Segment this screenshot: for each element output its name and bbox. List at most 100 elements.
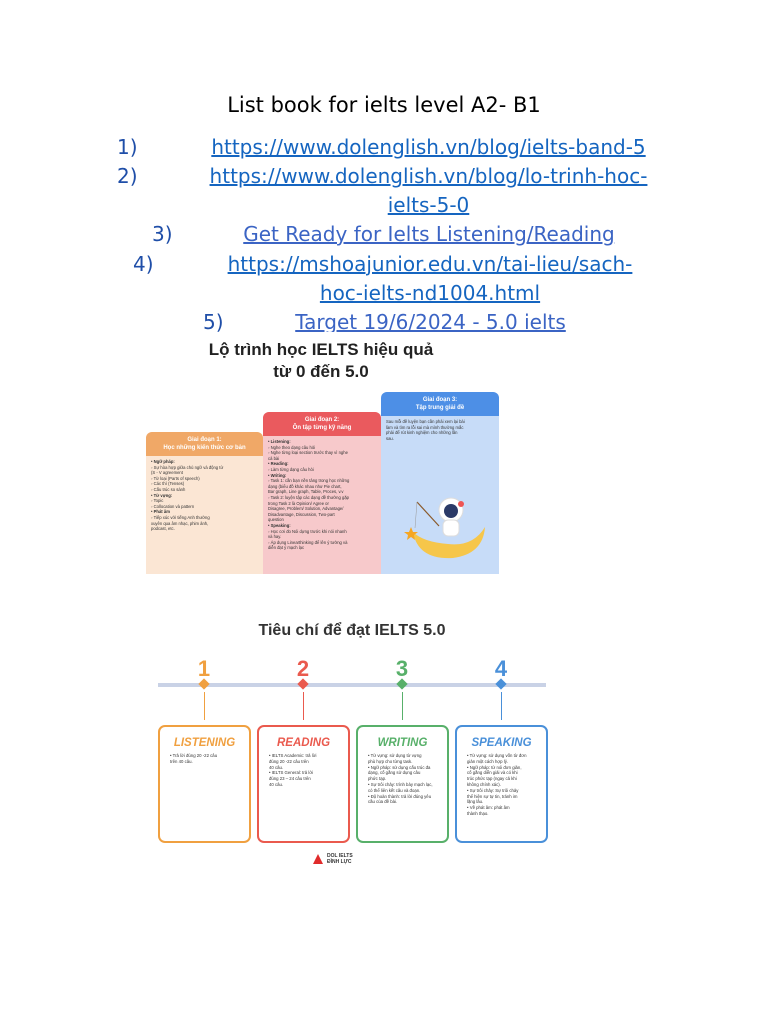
section-heading: • Speaking: (268, 522, 291, 528)
stage-1-header: Giai đoạn 1: Học những kiến thức cơ bản (146, 432, 263, 456)
roadmap-title-line1: Lộ trình học IELTS hiệu quả (208, 340, 434, 359)
criteria-infographic: Tiêu chí để đạt IELTS 5.0 1 2 3 4 LISTEN… (146, 604, 558, 904)
bullet-text: làm và tìm ra lỗi sai mà mình thường mắc (386, 424, 464, 430)
bullet-text: • Trả lời đúng 20 -22 câu (170, 753, 218, 758)
bullet-text: • Ngữ pháp: sử dụng cấu trúc đa (368, 764, 431, 770)
bullet-text: podcast, etc. (151, 526, 175, 532)
card-title: LISTENING (173, 737, 236, 749)
bullet-text: thành thạo. (467, 810, 489, 816)
list-number: 2) (117, 164, 138, 188)
section-heading: • Writing: (268, 472, 287, 478)
bullet-text: ◦ Làm từng dạng câu hỏi (268, 466, 314, 472)
bullet-text: 40 câu. (269, 781, 284, 787)
link-get-ready-for-ielts[interactable]: Get Ready for Ielts Listening/Reading (243, 222, 615, 246)
link-dolenglish-lo-trinh-hoc-line1[interactable]: https://www.dolenglish.vn/blog/lo-trinh-… (209, 164, 648, 188)
bullet-text: phải để rút kinh nghiệm cho những lần (386, 430, 458, 436)
link-target-date[interactable]: Target 19/6/2024 - 5.0 ielts (295, 310, 566, 334)
bullet-text: • Độ hoàn thành: trả lời đúng yêu (368, 793, 432, 799)
bullet-text: Disadvantage, Discussion, Two-part (268, 511, 335, 517)
list-number: 5) (203, 310, 224, 334)
bullet-text: • Sự trôi chảy: trình bày mạch lạc, (368, 781, 433, 787)
bullet-text: đúng 20 -22 câu trên (269, 758, 309, 764)
stage-2-body: • Listening:◦ Nghe theo dạng câu hỏi◦ Ng… (263, 436, 381, 554)
step-number: 4 (494, 656, 508, 681)
card-title: WRITING (377, 737, 428, 749)
bullet-text: ◦ Nghe theo dạng câu hỏi (268, 444, 316, 450)
section-heading: • Phát âm (151, 509, 170, 515)
link-mshoajunior-line2[interactable]: hoc-ielts-nd1004.html (319, 281, 541, 305)
list-number: 3) (152, 222, 173, 246)
link-dolenglish-ielts-band-5[interactable]: https://www.dolenglish.vn/blog/ielts-ban… (211, 135, 646, 159)
bullet-text: • Sự trôi chảy: Sự trôi chảy (467, 787, 519, 793)
link-dolenglish-lo-trinh-hoc-line2[interactable]: ielts-5-0 (387, 193, 470, 217)
bullet-text: ◦ Collocation và pattern (151, 503, 195, 509)
bullet-text: sau. (386, 435, 394, 441)
down-arrow-icon (402, 692, 403, 720)
bullet-text: trong Task 2 là Opinion/ Agree or (268, 500, 329, 506)
down-arrow-icon (204, 692, 205, 720)
bullet-text: trúc phức tạp (ngay cả khi (467, 776, 517, 782)
bullet-text: • IELTS Academic: trả lời (269, 753, 317, 758)
bullet-text: ◦ Task 1: cần bạn nền tảng trong học nhữ… (268, 478, 350, 484)
bullet-text: xuyên qua âm nhạc, phim ảnh, (151, 520, 209, 526)
link-mshoajunior-line1[interactable]: https://mshoajunior.edu.vn/tai-lieu/sach… (227, 252, 633, 276)
stage-2-card: Giai đoạn 2: Ôn tập từng kỹ năng • Liste… (263, 412, 381, 574)
stage-3-header: Giai đoạn 3: Tập trung giải đề (381, 392, 499, 416)
bullet-text: ◦ Từ loại (Parts of speech) (151, 475, 200, 481)
bullet-text: • IELTS General: trả lời (269, 770, 314, 776)
roadmap-title-line2: từ 0 đến 5.0 (273, 362, 369, 381)
bullet-text: dạng, cố gắng sử dụng câu (368, 770, 421, 776)
card-title: SPEAKING (471, 737, 532, 749)
brand-line: DOL IELTS (327, 853, 353, 859)
down-arrow-icon (303, 692, 304, 720)
bullet-text: ◦ Topic (151, 498, 164, 504)
bullet-text: cả bài (268, 455, 280, 461)
bullet-text: lặng lâu. (467, 799, 484, 805)
bullet-text: trên 40 câu. (170, 758, 193, 764)
bullet-text: Bar graph, Line graph, Table, Proces, v.… (268, 489, 344, 495)
bullet-text: ◦ Nghe từng loại section trước thay vì n… (268, 450, 348, 456)
bullet-text: và hay. (268, 534, 282, 540)
list-number: 4) (133, 252, 154, 276)
bullet-text: phức tạp. (368, 776, 387, 782)
stage-1-body: • Ngữ pháp:◦ Sự hòa hợp giữa chủ ngữ và … (146, 456, 263, 535)
stage-3-body: Sau mỗi đề luyện bạn cần phải xem lại bà… (381, 416, 499, 444)
criteria-title: Tiêu chí để đạt IELTS 5.0 (258, 622, 446, 639)
bullet-text: ◦ Tiếp xúc với tiếng Anh thường (151, 514, 210, 520)
section-heading: • Từ vựng: (151, 492, 173, 498)
card-title: READING (276, 737, 331, 749)
bullet-text: • Về phát âm: phát âm (467, 805, 510, 811)
bullet-text: (S - V agreement (151, 470, 183, 476)
step-number: 2 (296, 656, 310, 681)
section-heading: • Ngữ pháp: (151, 459, 175, 464)
bullet-text: ◦ Cấu trúc so sánh (151, 486, 186, 492)
stage-3-card: Giai đoạn 3: Tập trung giải đề Sau mỗi đ… (381, 392, 499, 574)
bullet-text: thể hiện sự tự tin, tránh im (467, 793, 518, 799)
stage-subheading: Ôn tập từng kỹ năng (292, 425, 352, 431)
stage-1-card: Giai đoạn 1: Học những kiến thức cơ bản … (146, 432, 263, 574)
astronaut-moon-illustration (404, 497, 485, 559)
timeline-bar (158, 683, 546, 687)
bullet-text: có thể liên kết câu và đoạn. (368, 787, 421, 793)
bullet-text: ◦ Áp dụng Linearthinking để lên ý tưởng … (268, 539, 348, 545)
stage-subheading: Học những kiến thức cơ bản (163, 445, 246, 451)
stage-2-header: Giai đoạn 2: Ôn tập từng kỹ năng (263, 412, 381, 436)
stage-subheading: Tập trung giải đề (415, 405, 465, 411)
document-title: List book for ielts level A2- B1 (227, 93, 541, 117)
bullet-text: cố gắng diễn giải và có khi (467, 770, 518, 776)
bullet-text: diễn đạt ý mạch lạc (268, 545, 305, 551)
bullet-text: ◦ Các thì (Tenses) (151, 481, 185, 487)
brand-line: ĐÌNH LỰC (327, 859, 352, 865)
step-number: 3 (395, 656, 409, 681)
roadmap-infographic: Lộ trình học IELTS hiệu quả từ 0 đến 5.0… (136, 332, 506, 576)
bullet-text: question (268, 517, 284, 523)
bullet-text: • Ngữ pháp: từ nói đơn giản, (467, 764, 522, 770)
bullet-text: dạng (biểu đồ khác nhau như Pie chart, (268, 483, 342, 489)
bullet-text: ◦ Task 2: luyện tập các dạng đề thường g… (268, 494, 349, 500)
bullet-text: ◦ Sự hòa hợp giữa chủ ngữ và động từ (151, 464, 224, 470)
bullet-text: không chính xác). (467, 781, 501, 787)
